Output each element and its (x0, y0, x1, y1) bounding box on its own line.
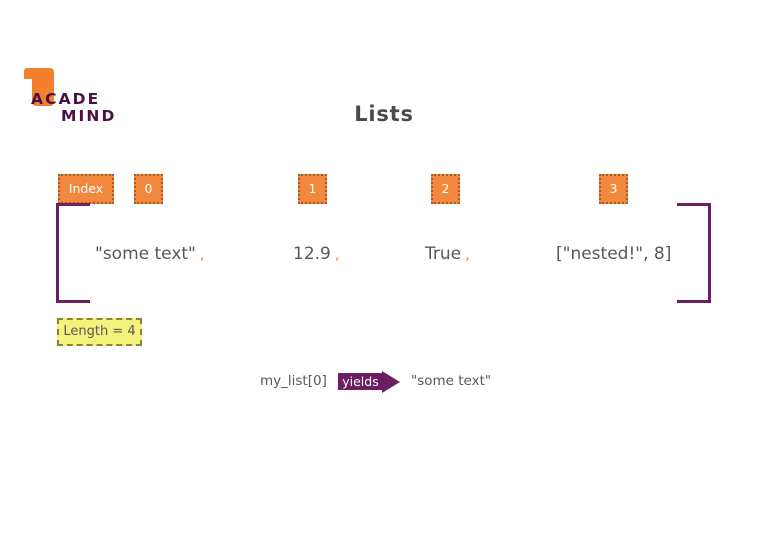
list-item-1-value: 12.9 (293, 244, 331, 264)
list-bracket-close (677, 203, 711, 303)
yields-arrow-icon: yields (338, 371, 400, 393)
length-callout: Length = 4 (57, 318, 142, 346)
logo-text-acade: ACADE (31, 90, 101, 108)
bookmark-flag-icon (24, 68, 54, 106)
list-item-0: "some text", (95, 244, 205, 264)
list-item-3-separator (671, 245, 675, 263)
index-badge-1: 1 (298, 174, 327, 204)
annotation-result: "some text" (411, 373, 492, 389)
list-item-0-value: "some text" (95, 244, 196, 264)
list-item-1: 12.9, (293, 244, 340, 264)
annotation-expression: my_list[0] (260, 373, 327, 389)
arrow-head (382, 371, 400, 393)
academind-logo: ACADE MIND (24, 68, 146, 125)
list-item-2-separator: , (465, 245, 470, 263)
index-badge-0: 0 (134, 174, 163, 204)
arrow-body (338, 373, 383, 390)
page-title: Lists (354, 102, 414, 126)
yields-annotation: my_list[0] yields "some text" (0, 371, 768, 395)
index-badge-2: 2 (431, 174, 460, 204)
list-item-2: True, (425, 244, 470, 264)
index-badge-3: 3 (599, 174, 628, 204)
list-item-3-value: ["nested!", 8] (556, 244, 672, 264)
list-item-2-value: True (425, 244, 462, 264)
list-item-1-separator: , (334, 245, 340, 263)
list-bracket-open (56, 203, 90, 303)
index-label-badge: Index (58, 174, 114, 204)
logo-text-mind: MIND (61, 107, 117, 125)
list-item-0-separator: , (199, 245, 205, 263)
list-item-3: ["nested!", 8] (556, 244, 675, 264)
arrow-label: yields (342, 374, 379, 389)
